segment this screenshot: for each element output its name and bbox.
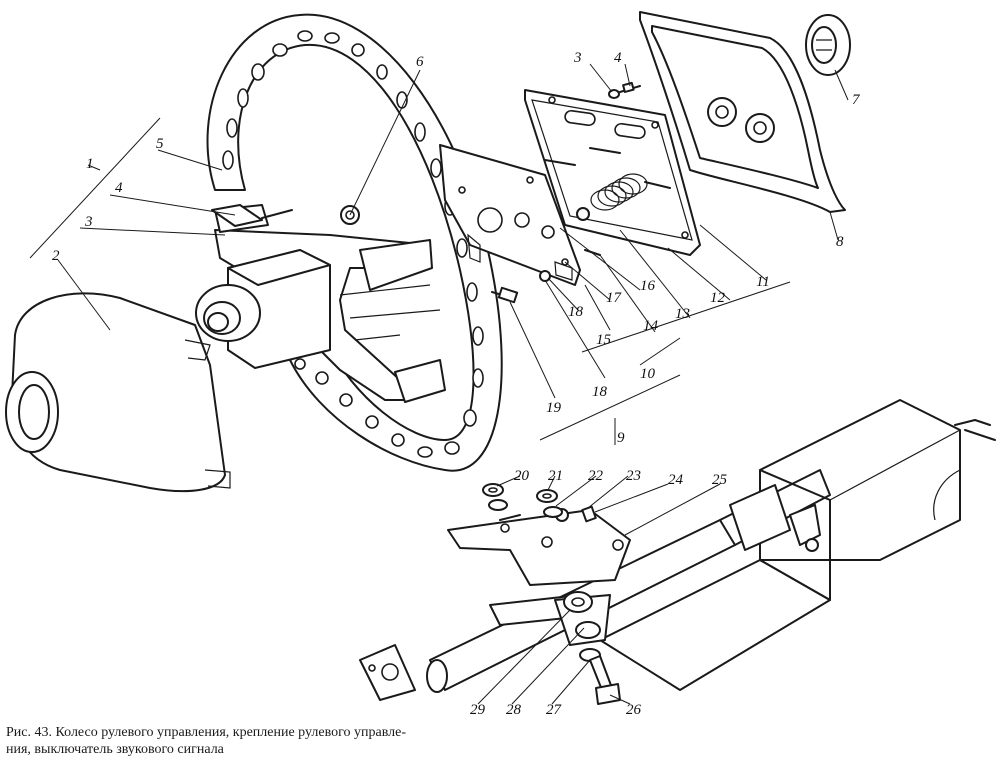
column-clamp <box>489 591 611 646</box>
callout-9: 9 <box>617 430 625 446</box>
callout-13: 13 <box>675 306 690 322</box>
callout-18-lower: 18 <box>592 384 608 400</box>
callout-6: 6 <box>416 54 424 70</box>
horn-spring <box>590 173 648 211</box>
callout-28: 28 <box>506 702 522 718</box>
callout-27: 27 <box>546 702 563 718</box>
callout-11: 11 <box>756 274 770 290</box>
callout-29: 29 <box>470 702 486 718</box>
horn-switch-nuts <box>482 483 597 523</box>
callout-22: 22 <box>588 468 604 484</box>
callout-23: 23 <box>626 468 641 484</box>
exploded-diagram: 1 2 3 4 5 6 3 4 7 8 11 12 13 14 15 16 17… <box>5 11 996 718</box>
callout-25: 25 <box>712 472 728 488</box>
leader-lines <box>29 63 849 705</box>
figure-caption: Рис. 43. Колесо рулевого управления, кре… <box>6 724 526 758</box>
steering-shaft <box>426 469 831 693</box>
callout-26: 26 <box>626 702 642 718</box>
callout-1: 1 <box>86 156 94 172</box>
column-mount-bracket-lower <box>359 644 416 701</box>
callout-19: 19 <box>546 400 562 416</box>
callout-3-upper: 3 <box>573 50 582 66</box>
callout-4-upper: 4 <box>614 50 622 66</box>
pad-screw-and-washer <box>608 81 641 99</box>
callout-8: 8 <box>836 234 844 250</box>
horn-switch-bracket <box>447 508 631 586</box>
callout-4: 4 <box>115 180 123 196</box>
callout-15: 15 <box>596 332 612 348</box>
callout-12: 12 <box>710 290 726 306</box>
clamp-bolt <box>579 648 621 705</box>
steering-column-shroud <box>5 292 231 493</box>
callout-10: 10 <box>640 366 656 382</box>
steering-hub <box>195 249 331 369</box>
callout-7: 7 <box>852 92 861 108</box>
callout-16: 16 <box>640 278 656 294</box>
steering-column-housing <box>599 399 996 691</box>
callout-14: 14 <box>643 318 659 334</box>
callout-labels: 1 2 3 4 5 6 3 4 7 8 11 12 13 14 15 16 17… <box>52 50 861 718</box>
callout-17: 17 <box>606 290 623 306</box>
callout-21: 21 <box>548 468 563 484</box>
callout-3: 3 <box>84 214 93 230</box>
horn-spring-plate <box>524 89 701 256</box>
callout-18-upper: 18 <box>568 304 584 320</box>
callout-5: 5 <box>156 136 164 152</box>
callout-24: 24 <box>668 472 684 488</box>
horn-pad-cover <box>639 11 846 213</box>
horn-pad-emblem-mount <box>707 97 775 143</box>
callout-2: 2 <box>52 248 60 264</box>
hub-bolt-and-nut <box>211 204 360 227</box>
callout-20: 20 <box>514 468 530 484</box>
horn-plate-pins <box>491 249 601 304</box>
horn-contact-plate <box>439 144 581 286</box>
caption-line-2: ния, выключатель звукового сигнала <box>6 742 224 757</box>
caption-line-1: Рис. 43. Колесо рулевого управления, кре… <box>6 725 406 740</box>
emblem <box>805 14 851 76</box>
